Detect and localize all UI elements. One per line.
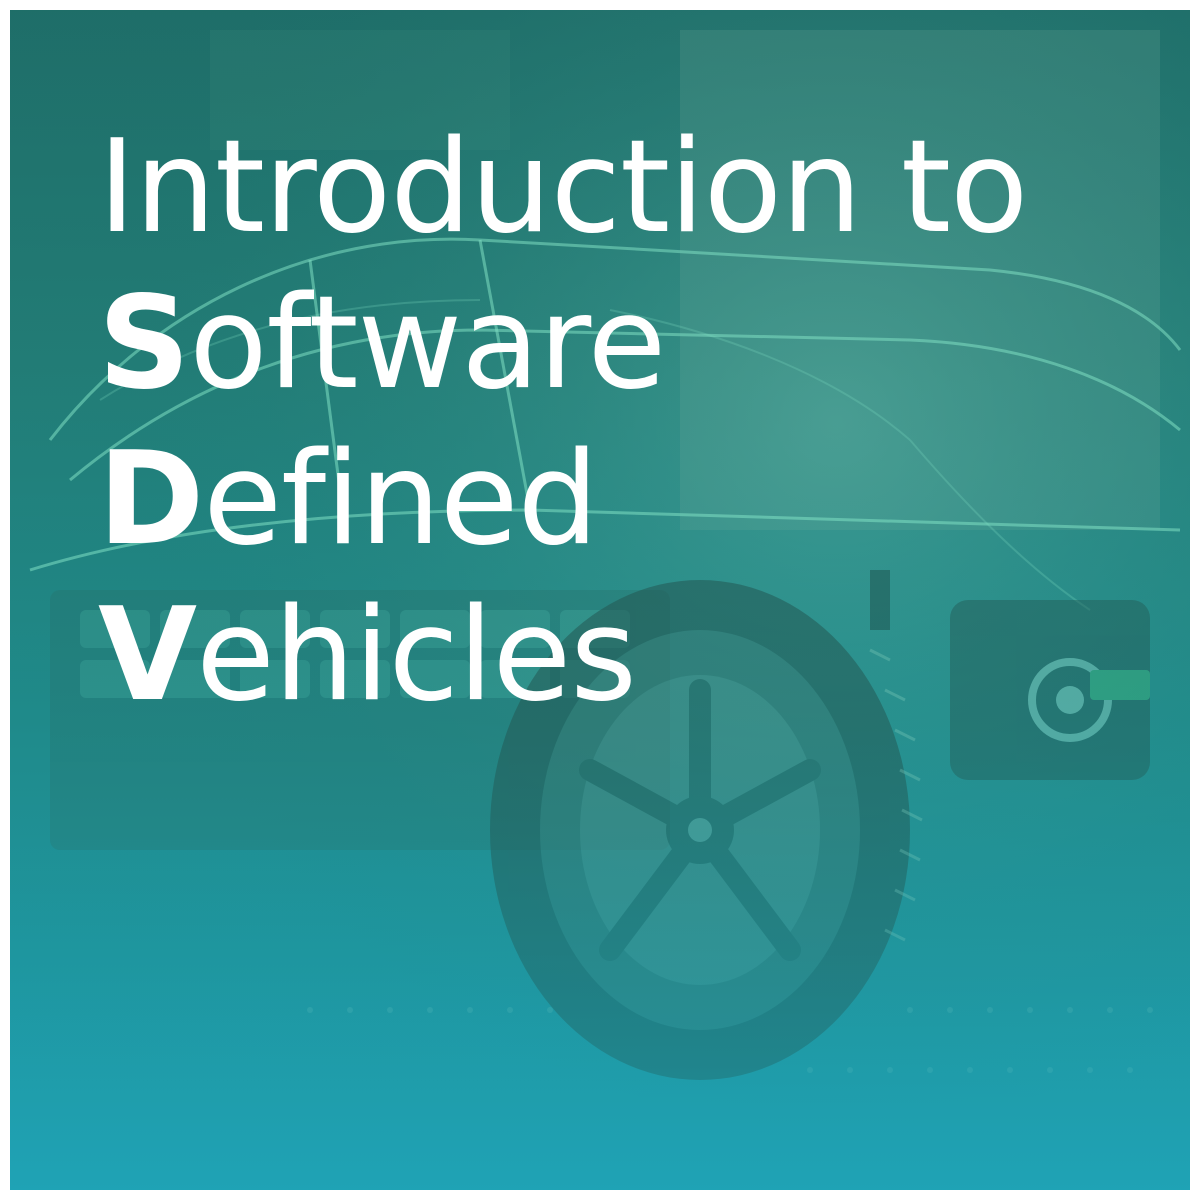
title-initial-s: S [98,269,190,418]
title-line-2: Software [98,266,1027,422]
title-initial-v: V [98,581,197,730]
cover-card: Introduction to Software Defined Vehicle… [10,10,1190,1190]
title-line-1: Introduction to [98,113,1028,262]
title-rest-defined: efined [203,425,598,574]
title-rest-vehicles: ehicles [196,581,637,730]
title-line-3: Defined [98,422,1027,578]
title-line-4: Vehicles [98,578,1027,734]
car-chassis-wireframe-illustration [10,10,1190,1190]
title-initial-d: D [98,425,204,574]
title-rest-software: oftware [189,269,666,418]
course-title: Introduction to Software Defined Vehicle… [98,110,1028,734]
